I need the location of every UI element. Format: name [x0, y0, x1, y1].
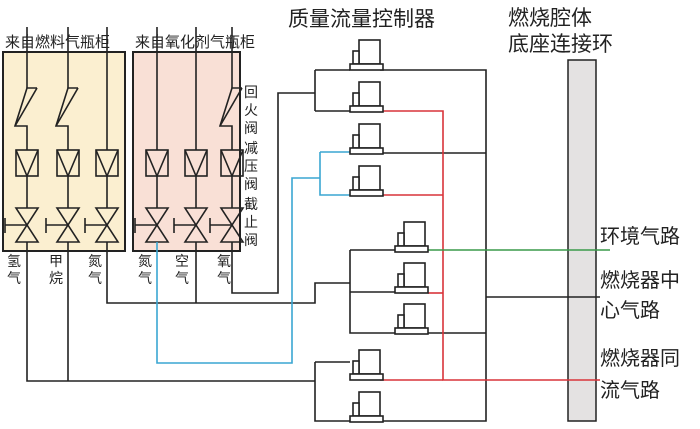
mfc-side [352, 134, 360, 149]
mass-flow-controller-icon [394, 221, 429, 253]
mfc-body [358, 391, 381, 417]
mfc-side [352, 92, 360, 107]
mfc-side [352, 402, 360, 417]
mfc-title: 质量流量控制器 [288, 7, 435, 31]
output-coflow-label-2: 流气路 [600, 378, 660, 402]
shutoff-valve-icon [183, 207, 209, 243]
mfc-base [394, 327, 429, 335]
gas-column [4, 27, 40, 243]
check-valve-diagonal [219, 87, 243, 127]
mfc-body [358, 123, 381, 149]
mfc-base [349, 373, 384, 381]
mass-flow-controller-icon [349, 391, 384, 423]
shutoff-valve-icon [144, 207, 170, 243]
shutoff-valve-label: 截止阀 [244, 197, 258, 249]
cabinet-columns [4, 27, 245, 243]
gas-label-air: 空气 [175, 254, 189, 287]
gas-column [173, 27, 209, 243]
mfc-base [349, 63, 384, 71]
gas-column [84, 27, 120, 243]
gas-label-nitrogen-ox: 氮气 [138, 254, 152, 287]
center-trunk [380, 69, 487, 422]
gas-column [45, 27, 81, 243]
mfc-base [394, 286, 429, 294]
mass-flow-controller-icon [349, 123, 384, 155]
mfc-base [349, 105, 384, 113]
fuel-lower-branch [314, 362, 350, 422]
check-valve-diagonal [55, 87, 79, 127]
check-valve-diagonal [14, 87, 38, 127]
mfc-base [349, 189, 384, 197]
pressure-reducer-label: 减压阀 [244, 141, 258, 193]
output-center-label-1: 燃烧器中 [600, 268, 680, 292]
shutoff-valve-icon [55, 207, 81, 243]
mid-branch [349, 250, 395, 334]
gas-label-hydrogen: 氢气 [7, 254, 21, 287]
gas-column [134, 27, 170, 243]
output-center-label-2: 心气路 [600, 298, 660, 322]
output-ambient-label: 环境气路 [600, 224, 680, 248]
output-coflow-label-1: 燃烧器同 [600, 346, 680, 370]
mfc-base [349, 147, 384, 155]
gas-column [209, 27, 245, 243]
nitrogen-ox-pipe [156, 177, 320, 364]
gas-label-oxygen: 氧气 [217, 254, 231, 287]
mass-flow-controller-icon [349, 165, 384, 197]
mfc-base [394, 245, 429, 253]
mfc-side [397, 232, 405, 247]
shutoff-valve-icon [94, 207, 120, 243]
gas-label-nitrogen-fuel: 氮气 [88, 254, 102, 287]
mfc-body [358, 165, 381, 191]
coflow-trunk [380, 110, 600, 381]
oxygen-pipe [231, 92, 315, 294]
oxidizer-cabinet-label: 来自氧化剂气瓶柜 [135, 33, 256, 51]
mass-flow-controller-icon [394, 303, 429, 335]
mfc-body [403, 262, 426, 288]
mass-flow-controller-icon [349, 81, 384, 113]
mass-flow-controller-icon [349, 39, 384, 71]
ring-title-line2: 底座连接环 [508, 32, 613, 56]
check-valve-label: 回火阀 [244, 85, 258, 137]
nitrogen-fuel-pipe [106, 242, 350, 304]
shutoff-valve-icon [219, 207, 245, 243]
gas-label-methane: 甲烷 [49, 254, 63, 287]
mfc-side [352, 176, 360, 191]
mfc-side [352, 360, 360, 375]
hydrogen-pipe [26, 242, 315, 382]
mfc-body [358, 39, 381, 65]
mass-flow-controllers [349, 39, 429, 423]
mfc-body [403, 303, 426, 329]
mfc-side [397, 314, 405, 329]
ring-title-line1: 燃烧腔体 [508, 6, 592, 30]
pipelines [26, 69, 610, 422]
combustion-chamber-base-ring [567, 59, 597, 422]
mfc-side [352, 50, 360, 65]
mass-flow-controller-icon [394, 262, 429, 294]
mfc-side [397, 273, 405, 288]
shutoff-valve-icon [14, 207, 40, 243]
mfc-body [358, 349, 381, 375]
mass-flow-controller-icon [349, 349, 384, 381]
mfc-base [349, 415, 384, 423]
mfc-body [403, 221, 426, 247]
nitrogen-ox-branch [319, 152, 350, 196]
fuel-cabinet-label: 来自燃料气瓶柜 [5, 33, 111, 51]
mfc-body [358, 81, 381, 107]
